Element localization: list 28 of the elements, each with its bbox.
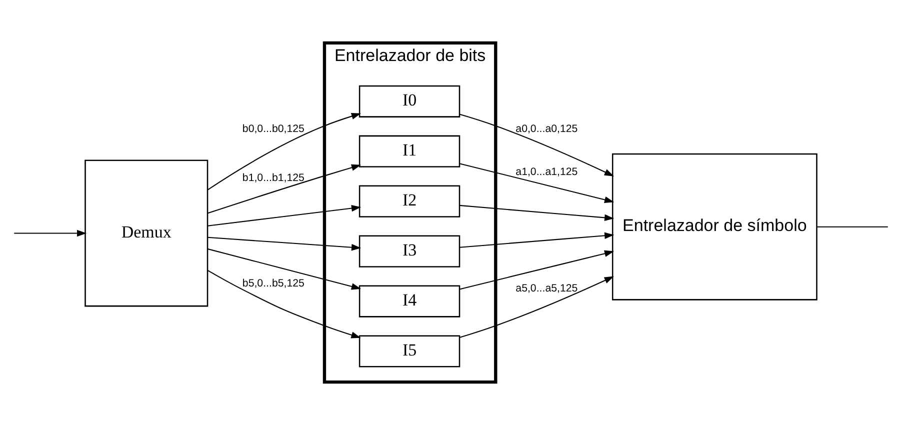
arrow <box>459 276 614 338</box>
node-box: I4 <box>358 285 460 318</box>
arrow <box>207 248 361 290</box>
arrow <box>207 236 361 251</box>
edge-label: a5,0...a5,125 <box>515 282 578 295</box>
node-box: Demux <box>84 160 208 307</box>
arrow <box>459 232 614 248</box>
arrow <box>459 204 614 222</box>
node-box: I3 <box>358 235 460 268</box>
node-box: Entrelazador de símbolo <box>611 153 817 300</box>
arrow <box>207 113 361 190</box>
arrow <box>207 204 361 226</box>
arrow <box>459 163 614 203</box>
arrow <box>207 270 360 338</box>
node-box: I1 <box>358 135 460 168</box>
edge-label: b0,0...b0,125 <box>242 123 304 136</box>
node-box: I5 <box>358 335 460 368</box>
arrow <box>206 164 361 214</box>
node-box: I2 <box>358 185 460 218</box>
arrow <box>458 114 614 176</box>
arrow <box>14 230 86 237</box>
arrow <box>459 250 614 290</box>
connector <box>816 226 888 228</box>
edge-label: a1,0...a1,125 <box>515 166 578 178</box>
edge-label: a0,0...a0,125 <box>515 123 578 136</box>
edge-label: b1,0...b1,125 <box>242 172 304 184</box>
node-box: I0 <box>358 85 460 118</box>
edge-label: b5,0...b5,125 <box>242 277 304 290</box>
